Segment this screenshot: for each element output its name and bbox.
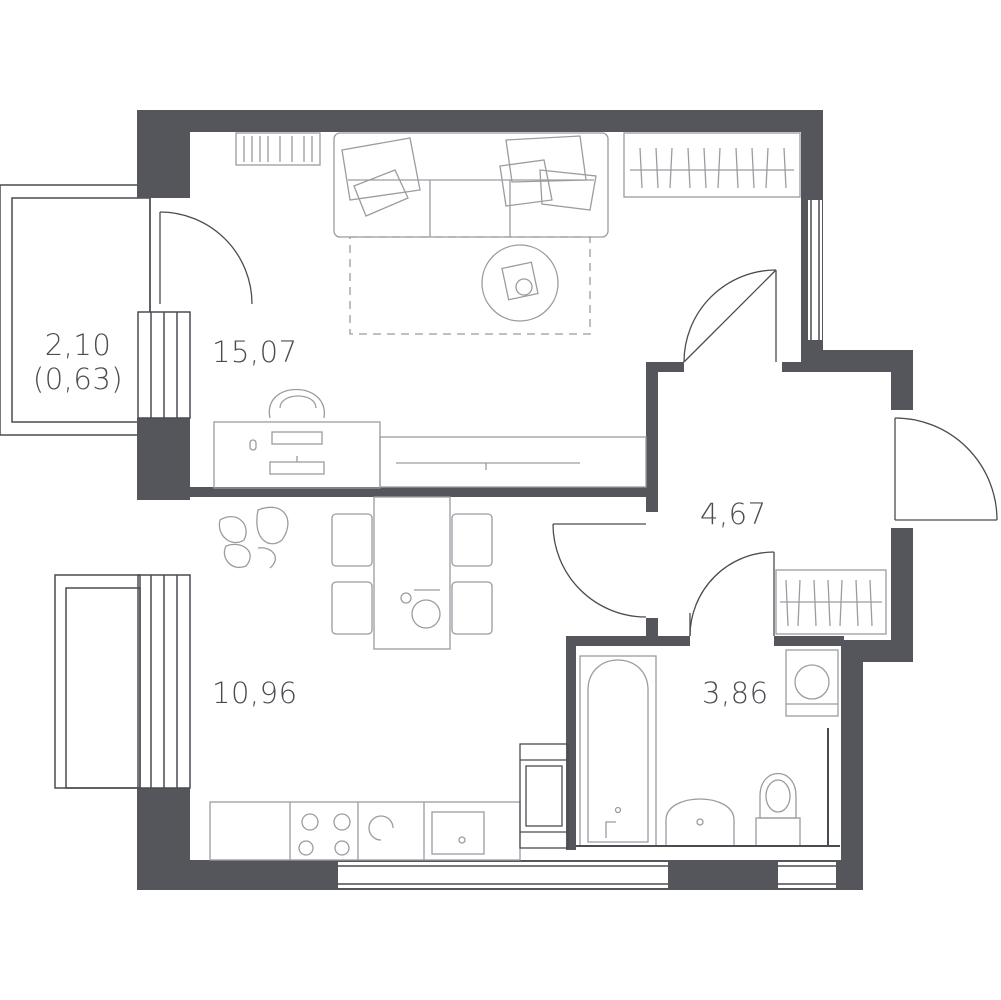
bookshelf bbox=[235, 132, 321, 166]
kitchen-window-frame bbox=[54, 574, 141, 789]
hall-area: 4,67 bbox=[700, 497, 767, 531]
sofa bbox=[333, 132, 609, 238]
bathtub bbox=[579, 655, 657, 847]
coffee-table bbox=[481, 244, 559, 322]
windows bbox=[137, 200, 836, 888]
bathroom-area: 3,86 bbox=[702, 676, 769, 710]
wardrobe-living bbox=[623, 132, 801, 198]
balcony bbox=[0, 184, 151, 436]
balcony-area: 2,10 bbox=[44, 328, 112, 362]
walls bbox=[137, 110, 913, 890]
dining-table bbox=[331, 496, 493, 650]
balcony-area-label: 2,10 (0,63) bbox=[30, 328, 126, 396]
wardrobe-hall bbox=[775, 569, 887, 635]
desk bbox=[213, 389, 381, 489]
toilet bbox=[755, 772, 801, 847]
plant bbox=[218, 506, 289, 569]
bath-cabinet bbox=[519, 743, 569, 849]
washing-machine bbox=[785, 649, 839, 717]
balcony-area-reduced: (0,63) bbox=[32, 362, 124, 396]
kitchen-area: 10,96 bbox=[212, 676, 298, 710]
tv-console bbox=[379, 436, 647, 488]
doors bbox=[159, 211, 998, 637]
sink bbox=[665, 798, 735, 847]
kitchen-counter bbox=[209, 801, 521, 861]
living-room-area: 15,07 bbox=[212, 335, 298, 369]
furniture bbox=[209, 132, 887, 861]
